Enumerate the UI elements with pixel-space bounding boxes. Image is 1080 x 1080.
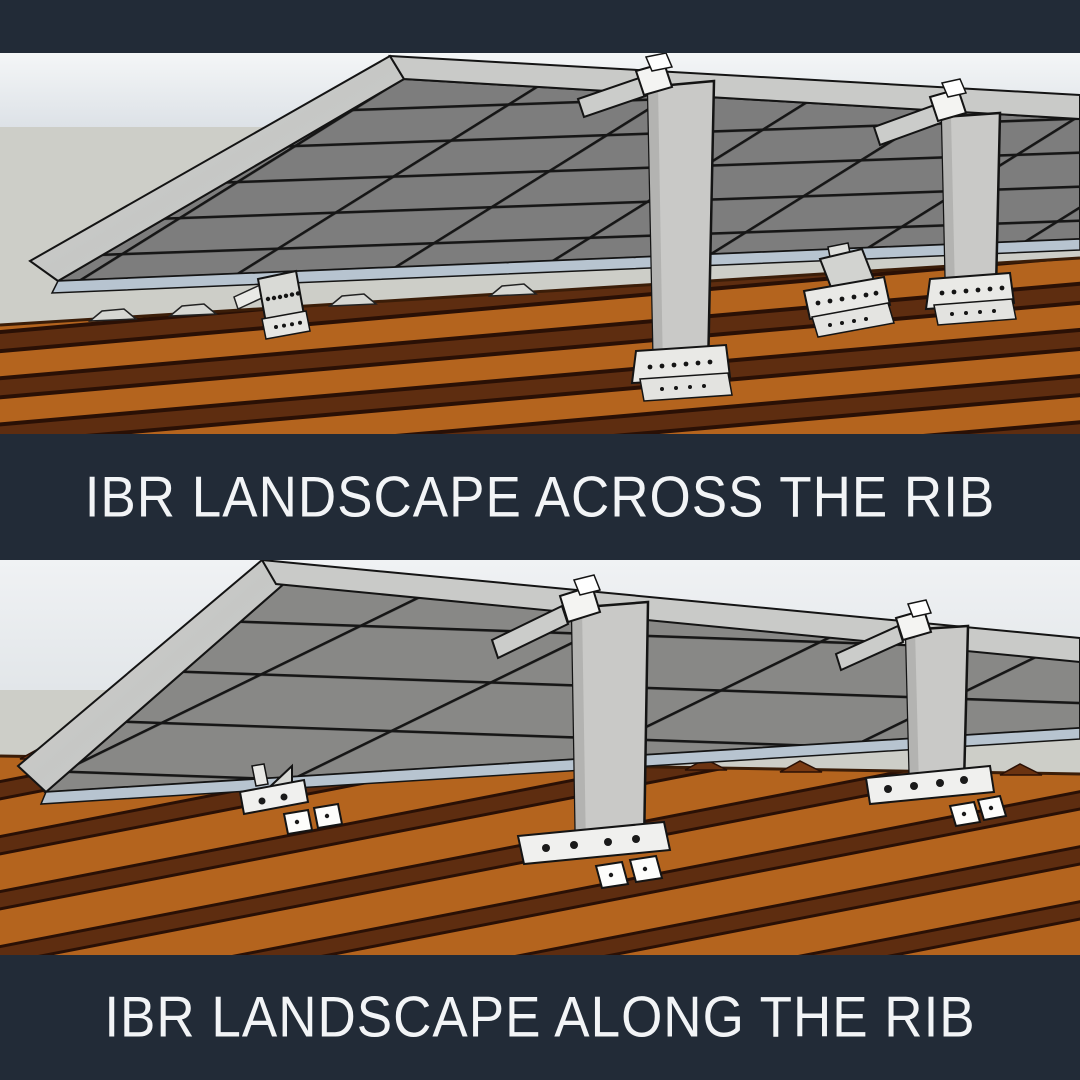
panel-underside-rail <box>50 238 1080 294</box>
along-rib-3d-render <box>0 560 1080 955</box>
caption-along: IBR LANDSCAPE ALONG THE RIB <box>104 985 976 1050</box>
panel-frame-back-edge <box>388 54 1080 121</box>
rib-end <box>327 293 378 307</box>
base-rail <box>864 764 996 806</box>
rear-post-right <box>872 78 1017 326</box>
front-rail-bracket <box>238 763 344 836</box>
rail <box>238 778 310 816</box>
rib-end <box>487 283 538 297</box>
base-rail <box>516 820 672 866</box>
illustration-along-the-rib <box>0 560 1080 955</box>
caption-across: IBR LANDSCAPE ACROSS THE RIB <box>84 465 996 529</box>
rib-end <box>167 303 218 317</box>
top-bar <box>0 0 1080 53</box>
caption-band-across: IBR LANDSCAPE ACROSS THE RIB <box>0 434 1080 560</box>
rear-post-center <box>576 53 733 402</box>
top-flange <box>834 624 905 672</box>
front-foot-bracket-left <box>233 269 311 340</box>
solar-panel <box>16 560 1080 805</box>
top-flange <box>490 604 570 660</box>
base-plate <box>630 343 732 385</box>
front-foot-bracket-center <box>802 242 895 338</box>
rear-post-center <box>490 574 672 890</box>
across-rib-3d-render <box>0 53 1080 434</box>
caption-band-along: IBR LANDSCAPE ALONG THE RIB <box>0 955 1080 1080</box>
illustration-across-the-rib <box>0 53 1080 434</box>
rib-crest <box>684 758 728 771</box>
rib-crest <box>779 760 823 773</box>
rear-post-right <box>834 599 1008 828</box>
rib-crest <box>999 763 1043 776</box>
rib-end <box>87 308 138 322</box>
solar-panel <box>28 54 1080 294</box>
